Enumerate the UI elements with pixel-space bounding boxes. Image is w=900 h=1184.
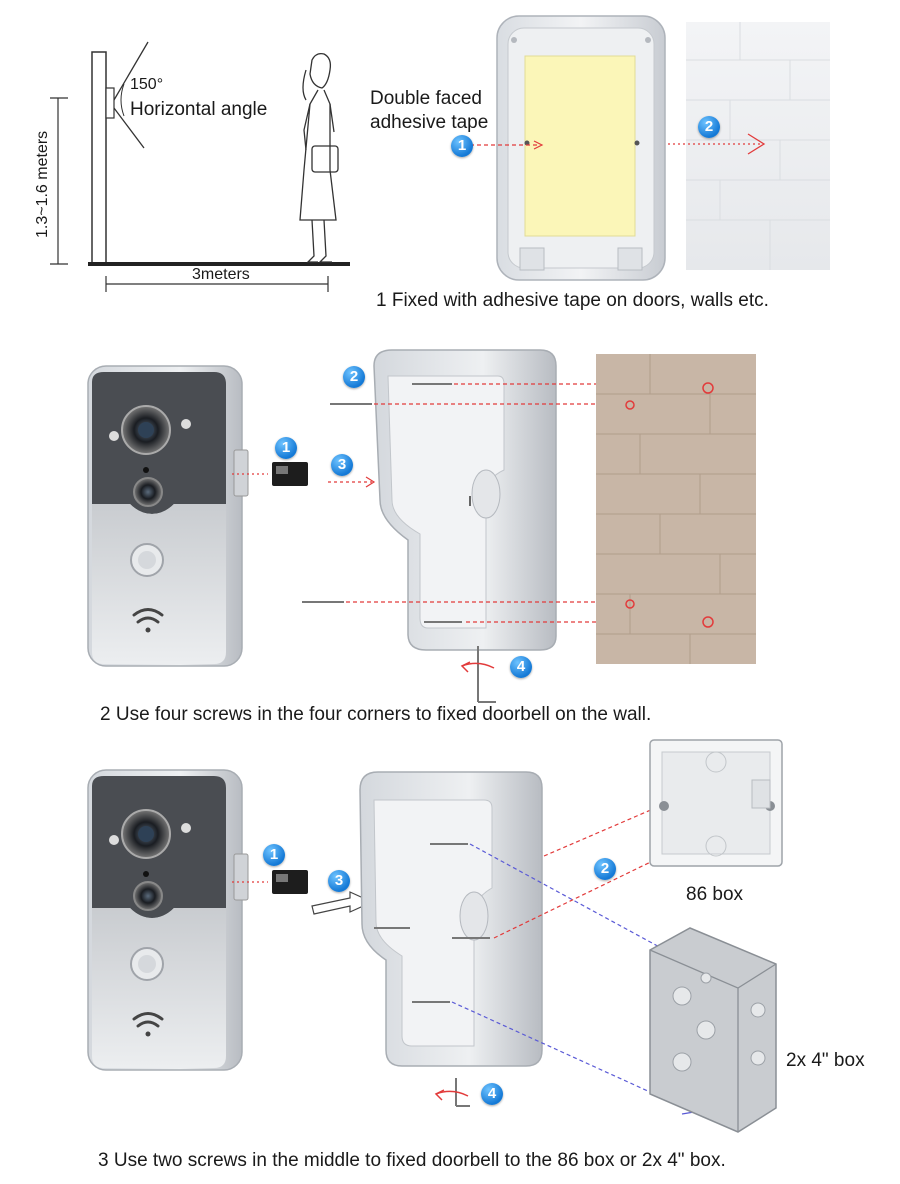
step-badge-1: 1 (263, 844, 285, 866)
step-badge-4: 4 (481, 1083, 503, 1105)
caption-section-3: 3 Use two screws in the middle to fixed … (98, 1150, 726, 1172)
box86-label: 86 box (686, 884, 743, 906)
step-badge-3: 3 (328, 870, 350, 892)
step-badge-2: 2 (594, 858, 616, 880)
box2x4-label: 2x 4" box (786, 1050, 865, 1072)
